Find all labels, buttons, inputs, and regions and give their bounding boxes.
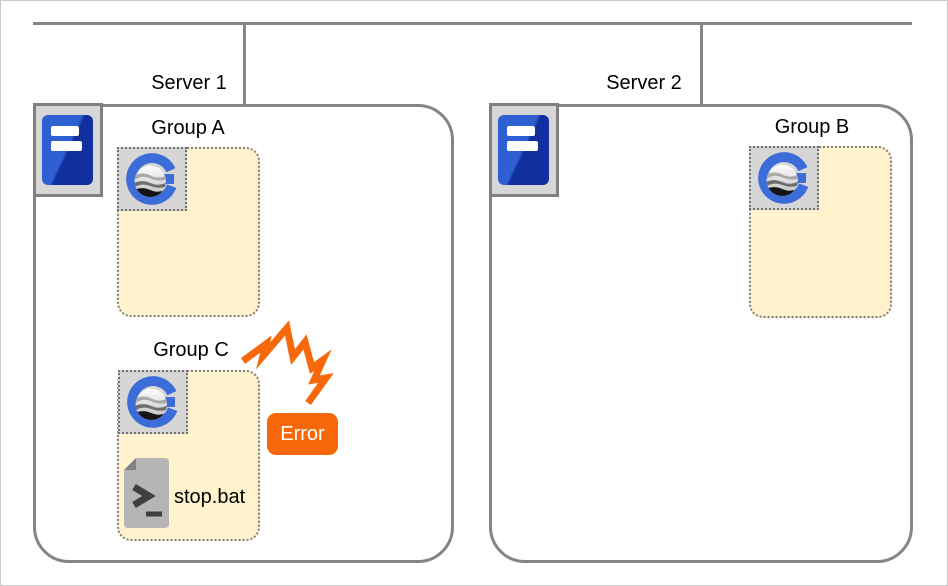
group-a-label: Group A: [151, 117, 225, 139]
group-c-label: Group C: [153, 339, 229, 361]
topology-bus-line: [33, 22, 912, 25]
server2-connector-line: [700, 22, 703, 105]
server-icon: [489, 103, 559, 197]
server-drive-slot: [507, 141, 538, 151]
server-tower-shape: [498, 115, 549, 185]
server-icon: [33, 103, 103, 197]
group-logo-icon: [117, 147, 187, 211]
group-logo-icon: [749, 146, 819, 210]
server-tower-shape: [42, 115, 93, 185]
server-drive-slot: [507, 126, 535, 136]
terminal-file-icon: [124, 458, 169, 528]
group-logo-icon: [118, 370, 188, 434]
batch-file-label: stop.bat: [174, 486, 246, 508]
server-drive-slot: [51, 126, 79, 136]
server1-connector-line: [243, 22, 246, 105]
server1-label: Server 1: [151, 72, 227, 94]
error-badge: Error: [267, 413, 338, 455]
server2-label: Server 2: [606, 72, 682, 94]
group-b-label: Group B: [774, 116, 850, 138]
server-drive-slot: [51, 141, 82, 151]
error-badge-label: Error: [280, 422, 325, 445]
error-spark-icon: [240, 321, 334, 406]
